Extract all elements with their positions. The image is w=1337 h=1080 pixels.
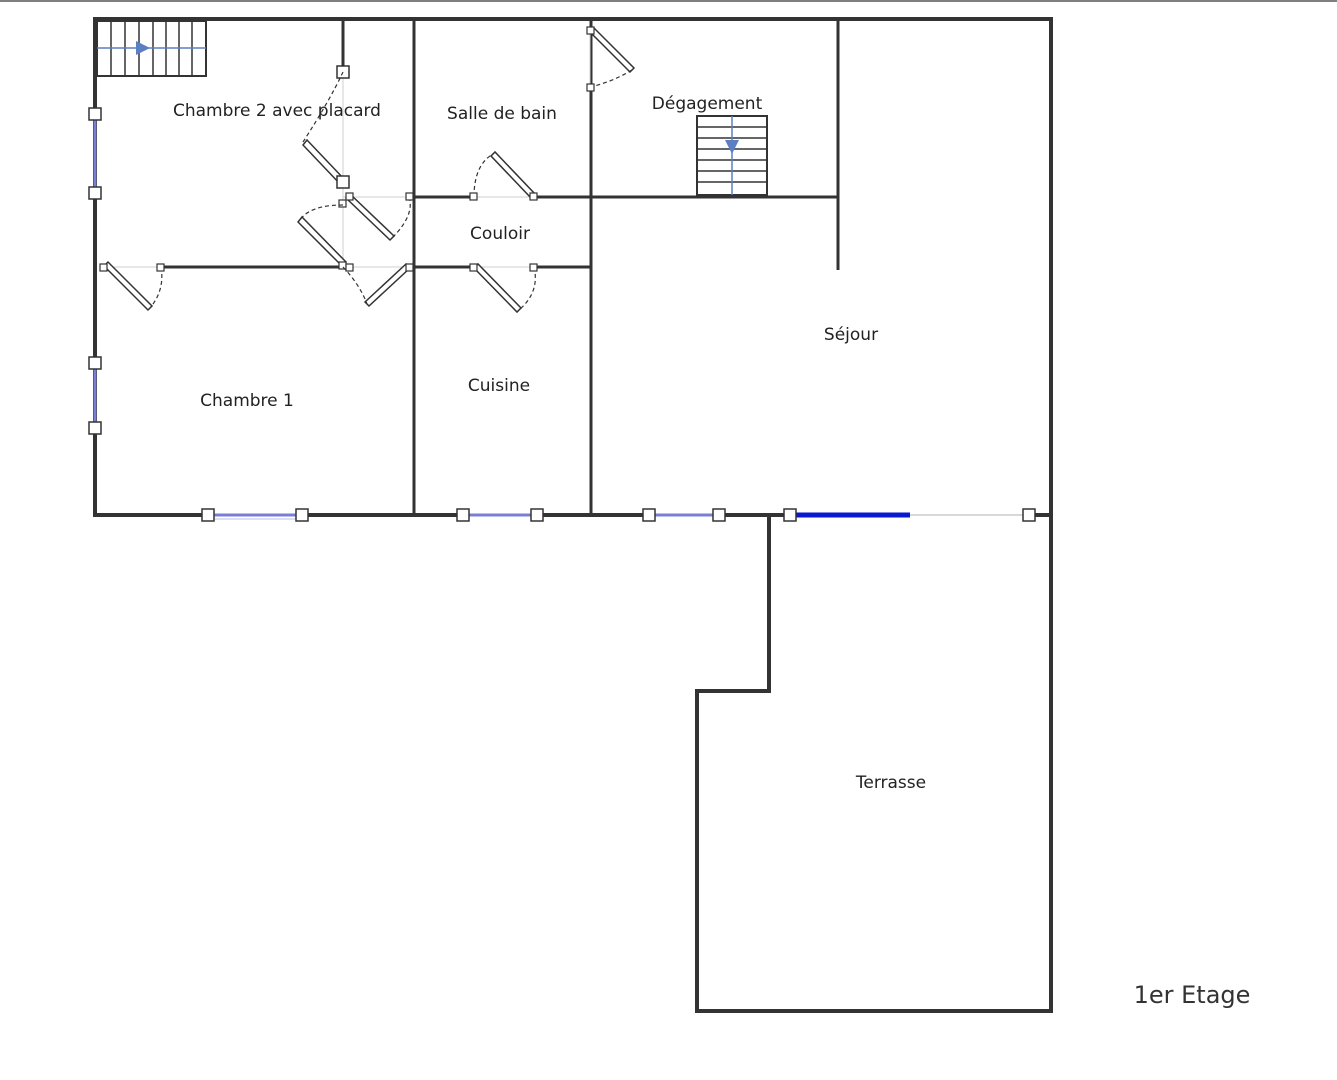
interior-walls (100, 19, 840, 515)
staircase-up (96, 20, 207, 77)
stair-arrow-right-icon (136, 41, 150, 55)
room-label-sejour: Séjour (824, 325, 878, 345)
windows (93, 114, 1029, 520)
room-label-salle-de-bain: Salle de bain (447, 104, 557, 124)
stair-arrow-down-icon (725, 140, 739, 154)
room-label-terrasse: Terrasse (855, 773, 926, 793)
room-label-couloir: Couloir (470, 224, 530, 244)
doors (99, 26, 636, 314)
room-label-degagement: Dégagement (652, 94, 763, 114)
terrace-walls (695, 513, 1053, 1013)
outer-walls (93, 17, 1053, 1013)
floor-label: 1er Etage (1134, 981, 1251, 1009)
room-label-chambre1: Chambre 1 (200, 391, 294, 411)
room-label-chambre2: Chambre 2 avec placard (173, 101, 381, 121)
staircase-down (696, 115, 768, 196)
window-handles (88, 107, 1036, 522)
room-label-cuisine: Cuisine (468, 376, 530, 396)
